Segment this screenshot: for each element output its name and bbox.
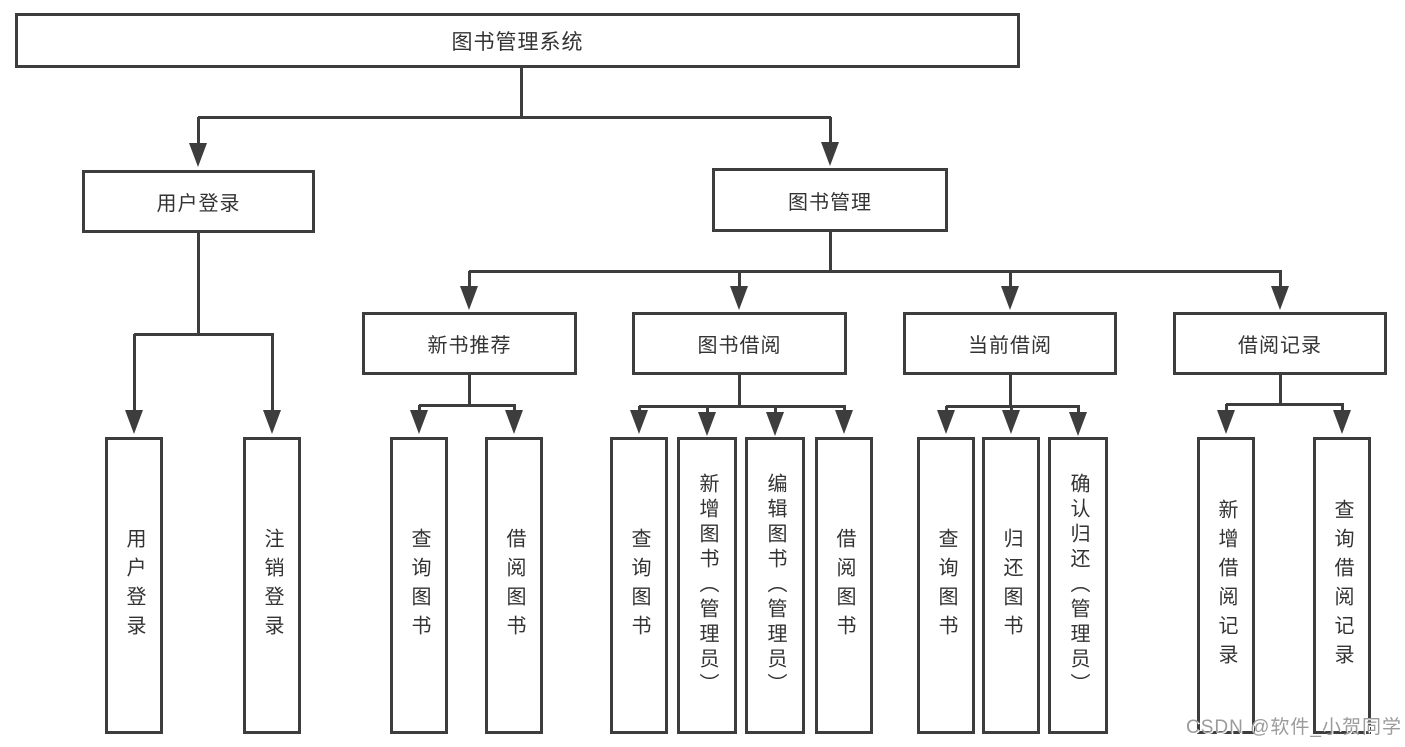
leaf-add-books-admin: 新增图书（管理员） <box>677 437 737 734</box>
connector-line <box>469 269 1282 273</box>
connector-line <box>944 406 948 412</box>
connector-line <box>132 334 136 412</box>
arrowhead-down-icon <box>730 286 748 310</box>
connector-line <box>1009 406 1013 412</box>
arrowhead-down-icon <box>1271 286 1289 310</box>
connector-line <box>1008 271 1012 288</box>
connector-line <box>1076 406 1080 414</box>
leaf-query-books-borrow: 查询图书 <box>610 437 668 734</box>
leaf-user-login: 用户登录 <box>105 437 163 734</box>
connector-line <box>1278 374 1282 406</box>
connector-line <box>1278 271 1282 288</box>
connector-line <box>1008 374 1012 408</box>
arrowhead-down-icon <box>766 412 784 436</box>
node-book-management: 图书管理 <box>712 168 948 232</box>
arrowhead-down-icon <box>937 410 955 434</box>
arrowhead-down-icon <box>460 286 478 310</box>
connector-line <box>705 406 709 414</box>
connector-line <box>737 271 741 288</box>
arrowhead-down-icon <box>1217 410 1235 434</box>
leaf-query-books-recommend: 查询图书 <box>390 437 448 734</box>
connector-line <box>639 404 846 408</box>
connector-line <box>196 117 200 145</box>
connector-line <box>198 115 831 119</box>
node-system-root: 图书管理系统 <box>15 13 1020 68</box>
node-new-book-recommendation: 新书推荐 <box>362 312 577 375</box>
arrowhead-down-icon <box>698 412 716 436</box>
node-book-borrowing: 图书借阅 <box>632 312 847 375</box>
arrowhead-down-icon <box>189 143 207 167</box>
connector-line <box>512 405 516 412</box>
leaf-query-borrow-record: 查询借阅记录 <box>1313 437 1371 734</box>
connector-line <box>828 230 832 273</box>
connector-line <box>1340 404 1344 412</box>
arrowhead-down-icon <box>821 142 839 166</box>
arrowhead-down-icon <box>630 410 648 434</box>
connector-line <box>134 332 274 336</box>
arrowhead-down-icon <box>410 410 428 434</box>
leaf-confirm-return-admin: 确认归还（管理员） <box>1048 437 1108 734</box>
connector-line <box>1224 404 1228 412</box>
arrowhead-down-icon <box>1002 410 1020 434</box>
connector-line <box>270 334 274 412</box>
leaf-borrow-books: 借阅图书 <box>815 437 873 734</box>
arrowhead-down-icon <box>125 410 143 434</box>
connector-line <box>737 374 741 408</box>
arrowhead-down-icon <box>1001 286 1019 310</box>
arrowhead-down-icon <box>263 410 281 434</box>
connector-line <box>196 231 200 336</box>
leaf-query-books-current: 查询图书 <box>917 437 975 734</box>
connector-line <box>467 271 471 288</box>
connector-line <box>417 405 421 412</box>
connector-line <box>519 66 523 119</box>
leaf-return-books: 归还图书 <box>982 437 1040 734</box>
connector-line <box>946 404 1080 408</box>
csdn-watermark: CSDN @软件_小贺同学 <box>1186 717 1402 738</box>
arrowhead-down-icon <box>835 410 853 434</box>
connector-line <box>1226 402 1344 406</box>
node-borrowing-records: 借阅记录 <box>1173 312 1387 375</box>
leaf-edit-books-admin: 编辑图书（管理员） <box>745 437 805 734</box>
connector-line <box>419 403 516 407</box>
connector-line <box>773 406 777 414</box>
connector-line <box>467 374 471 407</box>
node-user-login: 用户登录 <box>82 170 315 233</box>
connector-line <box>637 406 641 412</box>
arrowhead-down-icon <box>505 410 523 434</box>
leaf-borrow-books-recommend: 借阅图书 <box>485 437 543 734</box>
arrowhead-down-icon <box>1069 412 1087 436</box>
leaf-logout: 注销登录 <box>243 437 301 734</box>
arrowhead-down-icon <box>1333 410 1351 434</box>
leaf-add-borrow-record: 新增借阅记录 <box>1197 437 1255 734</box>
connector-line <box>842 406 846 412</box>
connector-line <box>828 117 832 144</box>
node-current-borrowing: 当前借阅 <box>903 312 1117 375</box>
